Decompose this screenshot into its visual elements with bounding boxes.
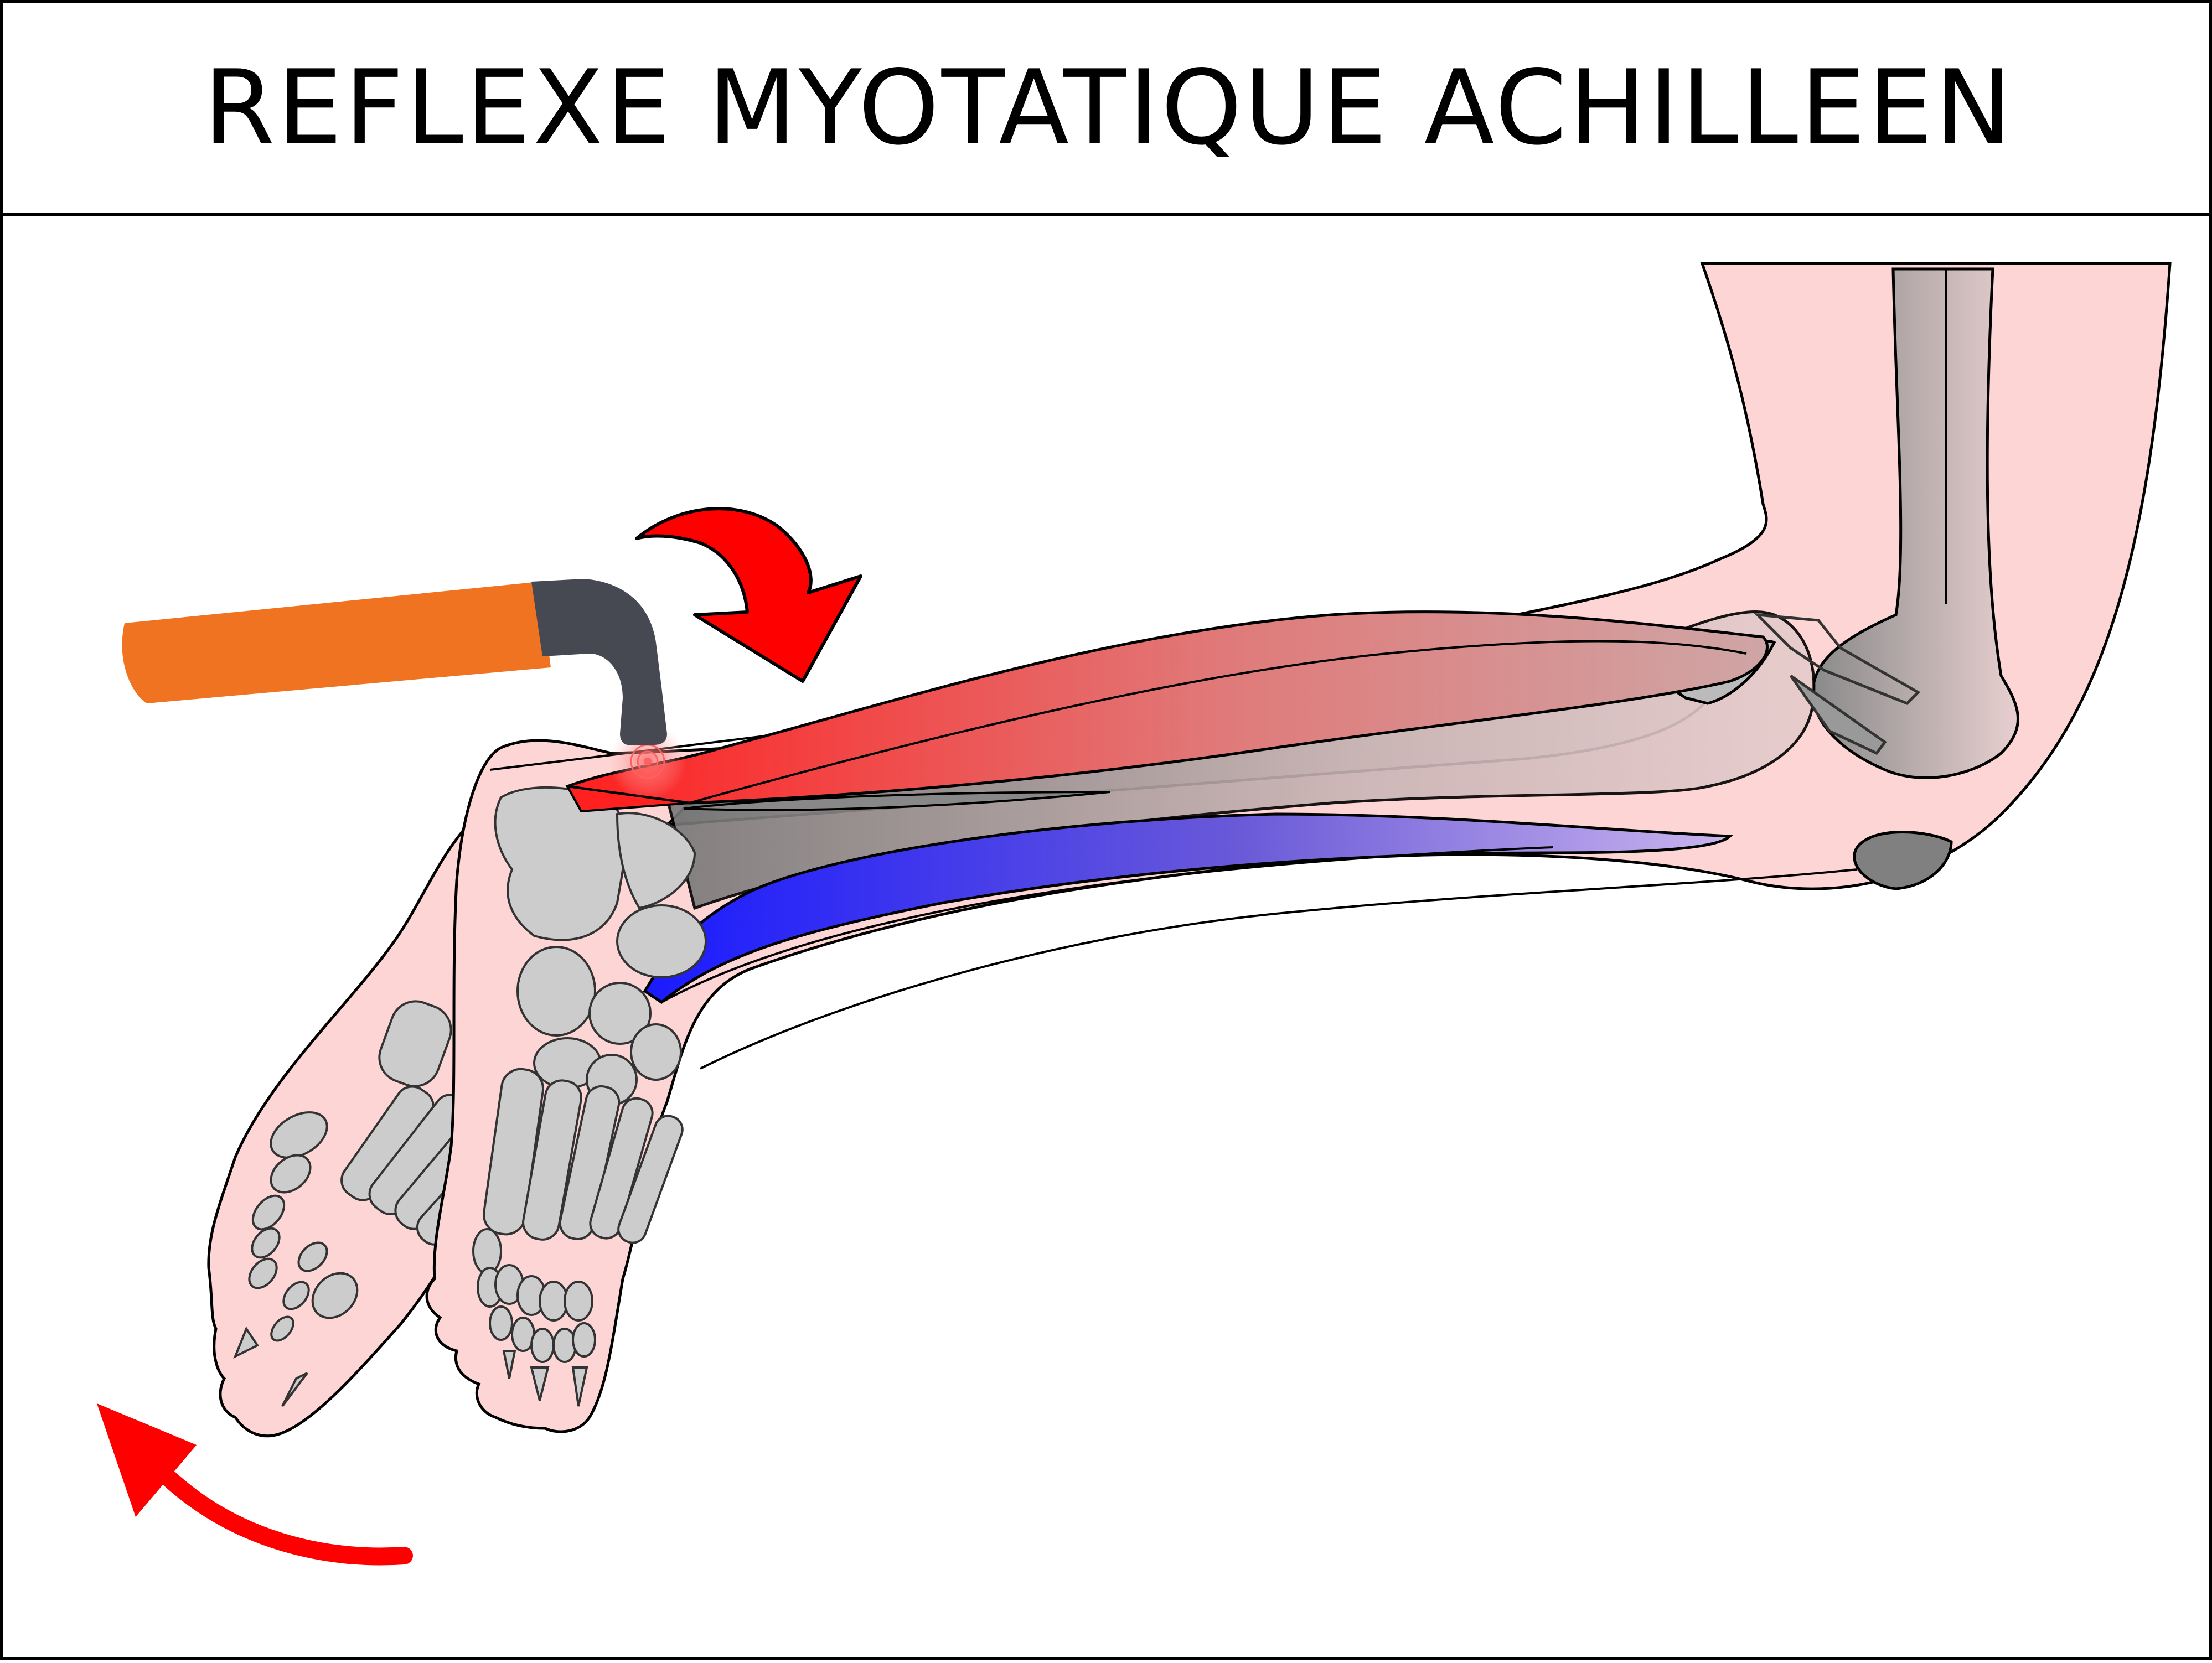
inner-skin-line-bottom (700, 868, 1858, 1070)
talus-bone (616, 812, 696, 910)
femur-bone (1811, 267, 2019, 779)
curved-arrow-up-icon (97, 1403, 413, 1566)
curved-arrow-down-icon (635, 507, 862, 683)
knee-ligament-2 (1789, 674, 1887, 755)
triceps-surae-inner-line (689, 640, 1747, 804)
title-bar: REFLEXE MYOTATIQUE ACHILLEEN (3, 3, 2212, 216)
soleus-muscle (683, 791, 1110, 811)
tibialis-anterior-line (661, 846, 1553, 1003)
knee-ligament (1754, 613, 1921, 705)
front-foot-bones (472, 786, 707, 1407)
page-title: REFLEXE MYOTATIQUE ACHILLEEN (203, 48, 2014, 168)
reflex-diagram (97, 262, 2172, 1566)
back-foot-skin (207, 805, 492, 1438)
tibialis-anterior-muscle (643, 812, 1733, 1004)
reflex-hammer-icon (122, 579, 667, 745)
patella-bone (1853, 831, 1953, 890)
hammer-handle (122, 582, 551, 703)
hammer-head (531, 579, 667, 745)
